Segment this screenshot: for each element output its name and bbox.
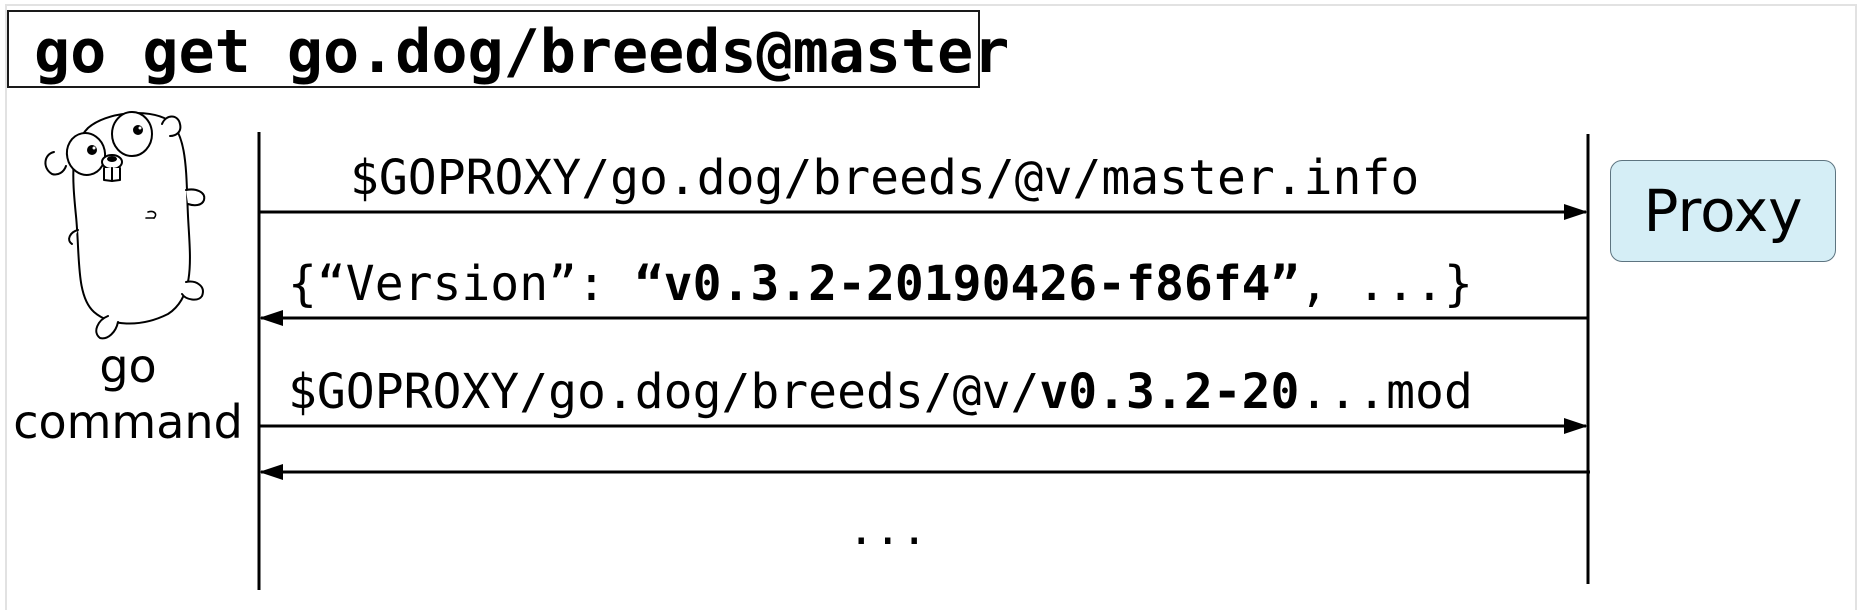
go-command-label-line2: command (13, 395, 243, 449)
message-request-mod-bold: v0.3.2-20 (1039, 364, 1300, 420)
title-box (7, 10, 980, 88)
message-response-version-pre: {“Version”: (288, 256, 635, 312)
message-response-version-post: , ...} (1299, 256, 1473, 312)
go-command-label-line1: go (99, 339, 157, 393)
message-response-version: {“Version”: “v0.3.2-20190426-f86f4”, ...… (288, 256, 1473, 312)
message-request-mod-post: ...mod (1299, 364, 1473, 420)
message-request-info: $GOPROXY/go.dog/breeds/@v/master.info (350, 150, 1420, 206)
proxy-box: Proxy (1610, 160, 1836, 262)
message-request-mod: $GOPROXY/go.dog/breeds/@v/v0.3.2-20...mo… (288, 364, 1473, 420)
go-gopher-icon (44, 111, 206, 340)
message-response-version-bold: “v0.3.2-20190426-f86f4” (634, 256, 1300, 312)
diagram-frame (5, 4, 1857, 610)
go-command-label: go command (8, 338, 248, 450)
continuation-ellipsis: ... (848, 504, 928, 555)
proxy-label: Proxy (1643, 177, 1803, 245)
diagram-title: go get go.dog/breeds@master (34, 17, 1010, 87)
message-request-mod-pre: $GOPROXY/go.dog/breeds/@v/ (288, 364, 1040, 420)
